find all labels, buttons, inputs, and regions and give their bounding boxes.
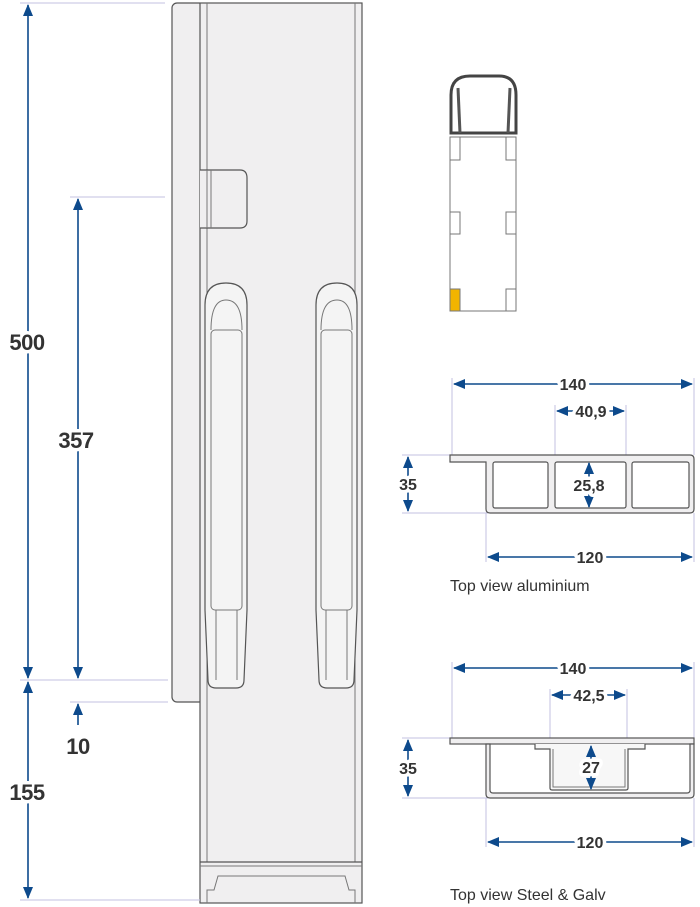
handle-slot-left [204,282,248,689]
dim-500-label: 500 [9,330,44,355]
dim-155-label: 155 [9,780,44,805]
steel-channel-width-label: 42,5 [573,688,604,705]
orange-marker [449,288,461,312]
back-plate [171,2,205,703]
alu-cell-width-label: 40,9 [575,404,606,421]
dimension-357: 357 [55,198,98,679]
dimension-10: 10 [63,703,94,763]
dim-10-label: 10 [66,734,90,759]
handle-slot-right [315,282,358,689]
dimension-155: 155 [6,681,49,899]
steel-caption: Top view Steel & Galv [450,887,606,904]
steel-profile: 140 42,5 35 27 120 Top view Steel & Galv [396,658,695,904]
steel-width-label: 140 [560,661,587,678]
steel-channel-depth-label: 27 [582,760,600,777]
alu-caption: Top view aluminium [450,578,590,595]
dimension-500: 500 [6,3,49,679]
side-view-small [449,74,518,312]
aluminium-profile: 140 40,9 35 25,8 120 Top view aluminium [396,374,695,595]
base [200,861,362,903]
front-extension-lines [20,2,200,901]
alu-height-label: 35 [399,477,417,494]
steel-height-label: 35 [399,761,417,778]
alu-width-label: 140 [560,377,587,394]
steel-body-width-label: 120 [577,835,604,852]
alu-cell-height-label: 25,8 [573,478,604,495]
dim-357-label: 357 [58,428,93,453]
front-view [171,2,363,904]
alu-body-width-label: 120 [577,550,604,567]
top-tab [200,169,248,229]
